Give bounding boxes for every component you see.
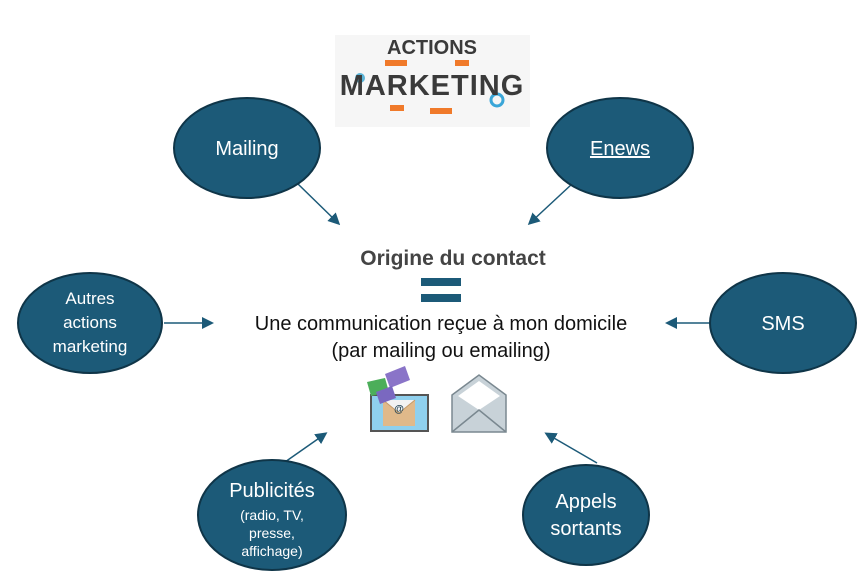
svg-text:affichage): affichage) <box>241 543 302 559</box>
arrow-appels <box>544 432 598 464</box>
center-title: Origine du contact <box>360 247 546 270</box>
actions-marketing-logo: ACTIONS MARKETING <box>335 35 530 127</box>
svg-text:Enews: Enews <box>590 138 650 160</box>
svg-text:actions: actions <box>63 313 117 332</box>
svg-text:Appels: Appels <box>555 491 616 513</box>
node-enews: Enews <box>546 97 694 199</box>
equals-sign <box>421 278 461 302</box>
svg-text:Publicités: Publicités <box>229 480 315 502</box>
arrow-mailing <box>297 183 341 226</box>
svg-text:Mailing: Mailing <box>215 138 278 160</box>
node-mailing: Mailing <box>173 97 321 199</box>
tablet-email-icon: @ <box>367 366 429 432</box>
svg-text:ACTIONS: ACTIONS <box>387 37 477 59</box>
svg-text:Autres: Autres <box>65 289 114 308</box>
node-appels-sortants: Appels sortants <box>522 464 650 566</box>
node-publicites: Publicités (radio, TV, presse, affichage… <box>197 459 347 571</box>
svg-text:SMS: SMS <box>761 313 804 335</box>
envelope-icon <box>451 374 507 433</box>
arrow-enews <box>527 183 573 226</box>
center-line-1: Une communication reçue à mon domicile <box>255 313 627 335</box>
arrow-publicites <box>284 432 328 463</box>
node-autres-actions-marketing: Autres actions marketing <box>17 272 163 374</box>
svg-text:sortants: sortants <box>550 518 621 540</box>
node-sms: SMS <box>709 272 857 374</box>
svg-text:marketing: marketing <box>53 337 128 356</box>
svg-text:(radio, TV,: (radio, TV, <box>240 507 304 523</box>
svg-text:@: @ <box>394 404 404 415</box>
svg-text:presse,: presse, <box>249 525 295 541</box>
svg-text:MARKETING: MARKETING <box>340 70 525 102</box>
center-line-2: (par mailing ou emailing) <box>332 340 551 362</box>
